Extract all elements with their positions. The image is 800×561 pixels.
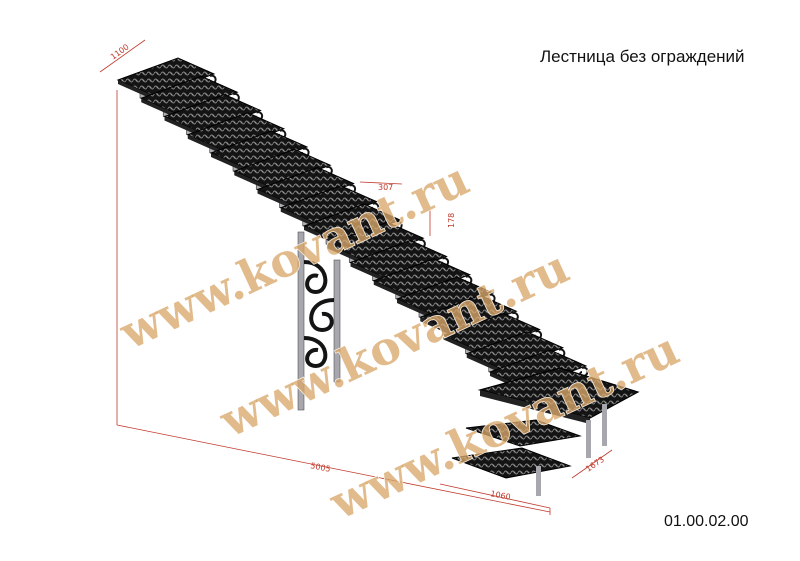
- dimension-lines: [99, 39, 613, 515]
- stair-steps: [116, 57, 589, 392]
- watermarks: www.kovant.ru www.kovant.ru www.kovant.r…: [110, 151, 687, 531]
- drawing-code: 01.00.02.00: [664, 513, 749, 530]
- dim-landing-width: 1060: [490, 489, 512, 502]
- dim-rise: 178: [447, 213, 456, 228]
- dim-total-length: 5005: [310, 461, 332, 474]
- bottom-landing: [451, 367, 640, 496]
- dim-tread-depth: 307: [378, 183, 393, 192]
- support-post: [297, 231, 341, 411]
- dim-width-top: 1100: [109, 42, 131, 61]
- drawing-title: Лестница без ограждений: [540, 47, 745, 66]
- scroll-panel: [303, 260, 335, 369]
